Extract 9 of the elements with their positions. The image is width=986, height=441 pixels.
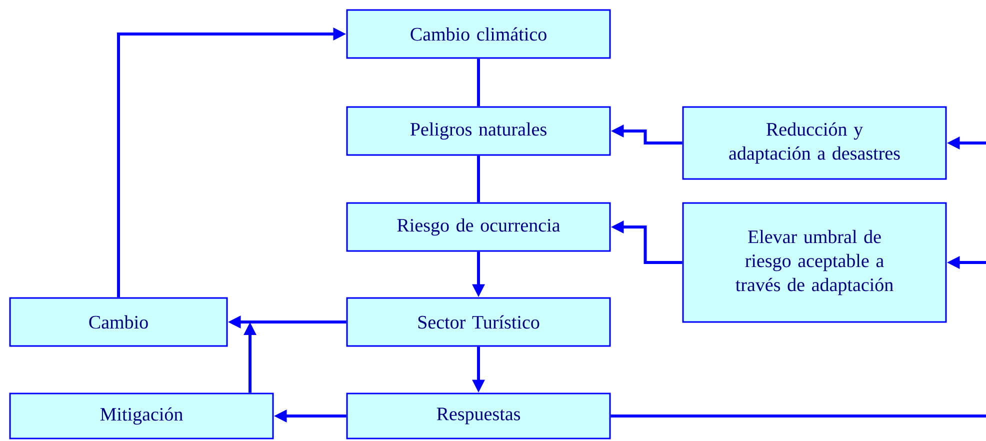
process-box: Respuestas <box>346 392 611 440</box>
process-box: Reducción y adaptación a desastres <box>682 106 947 180</box>
process-box: Elevar umbral de riesgo aceptable a través de adaptación <box>682 202 947 323</box>
process-box: Riesgo de ocurrencia <box>346 202 611 252</box>
process-box: Peligros naturales <box>346 106 611 156</box>
process-box: Mitigación <box>9 392 274 440</box>
process-box: Cambio climático <box>346 9 611 59</box>
process-box: Cambio <box>9 297 228 347</box>
process-box: Sector Turístico <box>346 297 611 347</box>
